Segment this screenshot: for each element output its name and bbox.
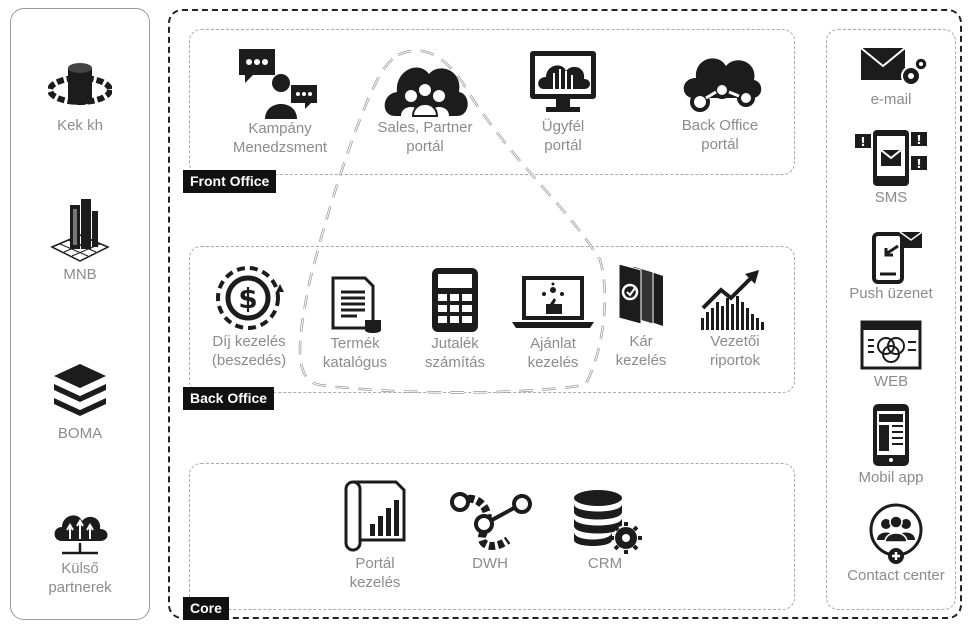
external-systems-panel — [10, 8, 150, 620]
dollar-coin-icon: $ — [216, 266, 284, 330]
network-nodes-icon — [450, 492, 532, 550]
trend-chart-icon — [701, 270, 764, 330]
channel-mobil-app: Mobil app — [836, 402, 946, 487]
channels-zone — [826, 29, 956, 610]
left-item-label: Kek kh — [57, 117, 103, 134]
channel-sms: ! ! ! SMS — [836, 126, 946, 207]
database-ring-icon — [48, 63, 112, 105]
claim-documents-icon — [618, 263, 663, 326]
calculator-icon — [432, 268, 478, 332]
channel-label: SMS — [874, 189, 908, 206]
channel-email: e-mail — [836, 44, 946, 109]
bo-item-label: Díj kezelés(beszedés) — [211, 333, 287, 369]
core-item-label: CRM — [587, 555, 623, 572]
core-label: Core — [183, 597, 229, 620]
left-item-boma: BOMA — [30, 360, 130, 443]
cloud-monitor-icon — [530, 51, 596, 112]
channel-label: Push üzenet — [849, 285, 933, 302]
laptop-approve-icon — [512, 276, 594, 328]
web-browser-icon — [860, 320, 922, 370]
core-item-crm: CRM — [560, 488, 650, 573]
left-item-label: BOMA — [57, 425, 103, 442]
channel-label: e-mail — [870, 91, 912, 108]
phone-messages-icon: ! ! ! — [855, 130, 927, 186]
channel-contact-center: Contact center — [836, 502, 956, 585]
svg-text:!: ! — [916, 133, 921, 147]
cloud-upload-icon — [54, 515, 108, 555]
cloud-network-icon — [683, 58, 762, 112]
database-gear-icon — [574, 490, 642, 554]
channel-push: Push üzenet — [836, 228, 946, 303]
svg-text:!: ! — [916, 157, 921, 171]
left-item-mnb: MNB — [30, 195, 130, 284]
channel-label: Mobil app — [858, 469, 924, 486]
building-icon — [50, 199, 110, 262]
contact-center-icon — [869, 503, 923, 564]
channel-label: WEB — [873, 373, 909, 390]
mobile-app-icon — [873, 404, 909, 466]
core-item-label: DWH — [472, 555, 508, 572]
cloud-team-icon — [384, 67, 468, 117]
front-office-zone — [189, 29, 795, 175]
left-item-label: MNB — [63, 266, 97, 283]
platform-boundary — [168, 9, 962, 619]
core-zone — [189, 463, 795, 610]
back-office-zone — [189, 246, 795, 393]
phone-push-icon — [872, 231, 923, 284]
svg-text:$: $ — [238, 282, 257, 315]
document-list-icon — [331, 276, 381, 333]
email-gear-icon — [860, 47, 928, 86]
front-office-label: Front Office — [183, 170, 277, 193]
report-scroll-icon — [344, 480, 406, 552]
layers-icon — [54, 364, 106, 416]
core-item-dwh: DWH — [445, 488, 535, 573]
channel-web: WEB — [836, 318, 946, 391]
channel-label: Contact center — [847, 567, 945, 584]
bo-item-dij-kezeles: $ Díj kezelés(beszedés) — [196, 262, 302, 370]
people-chat-icon — [239, 49, 317, 119]
left-item-kek-kh: Kek kh — [30, 60, 130, 135]
svg-text:!: ! — [860, 135, 865, 149]
back-office-label: Back Office — [183, 387, 275, 410]
